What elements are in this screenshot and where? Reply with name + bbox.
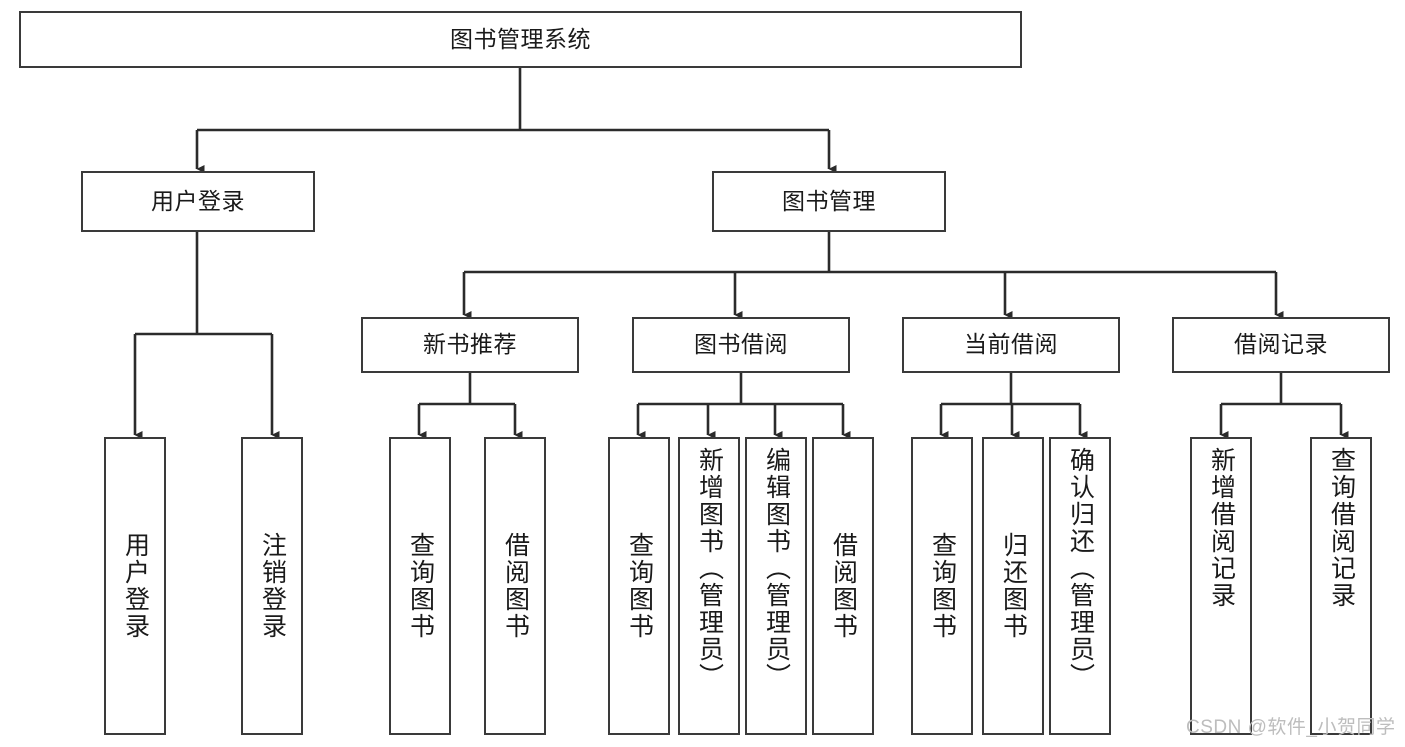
node-level2-2-label: 图书借阅 bbox=[694, 331, 788, 358]
node-level2-3[interactable]: 当前借阅 bbox=[902, 317, 1120, 373]
node-root[interactable]: 图书管理系统 bbox=[19, 11, 1022, 68]
node-leaf-2-label: 注销登录 bbox=[258, 532, 287, 640]
node-leaf-3-label: 查询图书 bbox=[406, 532, 435, 640]
node-level2-1-label: 新书推荐 bbox=[423, 331, 517, 358]
node-leaf-5[interactable]: 查询图书 bbox=[608, 437, 670, 735]
node-leaf-8[interactable]: 借阅图书 bbox=[812, 437, 874, 735]
node-leaf-7-label: 编辑图书（管理员） bbox=[762, 447, 791, 690]
node-level2-4[interactable]: 借阅记录 bbox=[1172, 317, 1390, 373]
node-leaf-1[interactable]: 用户登录 bbox=[104, 437, 166, 735]
node-level1-2[interactable]: 图书管理 bbox=[712, 171, 946, 232]
node-leaf-5-label: 查询图书 bbox=[625, 532, 654, 640]
node-leaf-4-label: 借阅图书 bbox=[501, 532, 530, 640]
node-level1-1[interactable]: 用户登录 bbox=[81, 171, 315, 232]
node-leaf-12[interactable]: 新增借阅记录 bbox=[1190, 437, 1252, 735]
node-leaf-2[interactable]: 注销登录 bbox=[241, 437, 303, 735]
node-root-label: 图书管理系统 bbox=[450, 25, 591, 52]
node-leaf-9[interactable]: 查询图书 bbox=[911, 437, 973, 735]
node-level2-2[interactable]: 图书借阅 bbox=[632, 317, 850, 373]
node-level1-2-label: 图书管理 bbox=[782, 187, 876, 214]
node-leaf-9-label: 查询图书 bbox=[928, 532, 957, 640]
node-leaf-6-label: 新增图书（管理员） bbox=[695, 447, 724, 690]
node-leaf-12-label: 新增借阅记录 bbox=[1207, 447, 1236, 609]
node-level2-3-label: 当前借阅 bbox=[964, 331, 1058, 358]
node-level2-4-label: 借阅记录 bbox=[1234, 331, 1328, 358]
node-leaf-1-label: 用户登录 bbox=[121, 532, 150, 640]
node-leaf-10-label: 归还图书 bbox=[999, 532, 1028, 640]
node-leaf-3[interactable]: 查询图书 bbox=[389, 437, 451, 735]
node-leaf-6[interactable]: 新增图书（管理员） bbox=[678, 437, 740, 735]
node-level1-1-label: 用户登录 bbox=[151, 187, 245, 214]
node-level2-1[interactable]: 新书推荐 bbox=[361, 317, 579, 373]
node-leaf-11-label: 确认归还（管理员） bbox=[1066, 447, 1095, 690]
node-leaf-10[interactable]: 归还图书 bbox=[982, 437, 1044, 735]
node-leaf-11[interactable]: 确认归还（管理员） bbox=[1049, 437, 1111, 735]
node-leaf-8-label: 借阅图书 bbox=[829, 532, 858, 640]
node-leaf-13-label: 查询借阅记录 bbox=[1327, 447, 1356, 609]
node-leaf-4[interactable]: 借阅图书 bbox=[484, 437, 546, 735]
node-leaf-13[interactable]: 查询借阅记录 bbox=[1310, 437, 1372, 735]
node-leaf-7[interactable]: 编辑图书（管理员） bbox=[745, 437, 807, 735]
